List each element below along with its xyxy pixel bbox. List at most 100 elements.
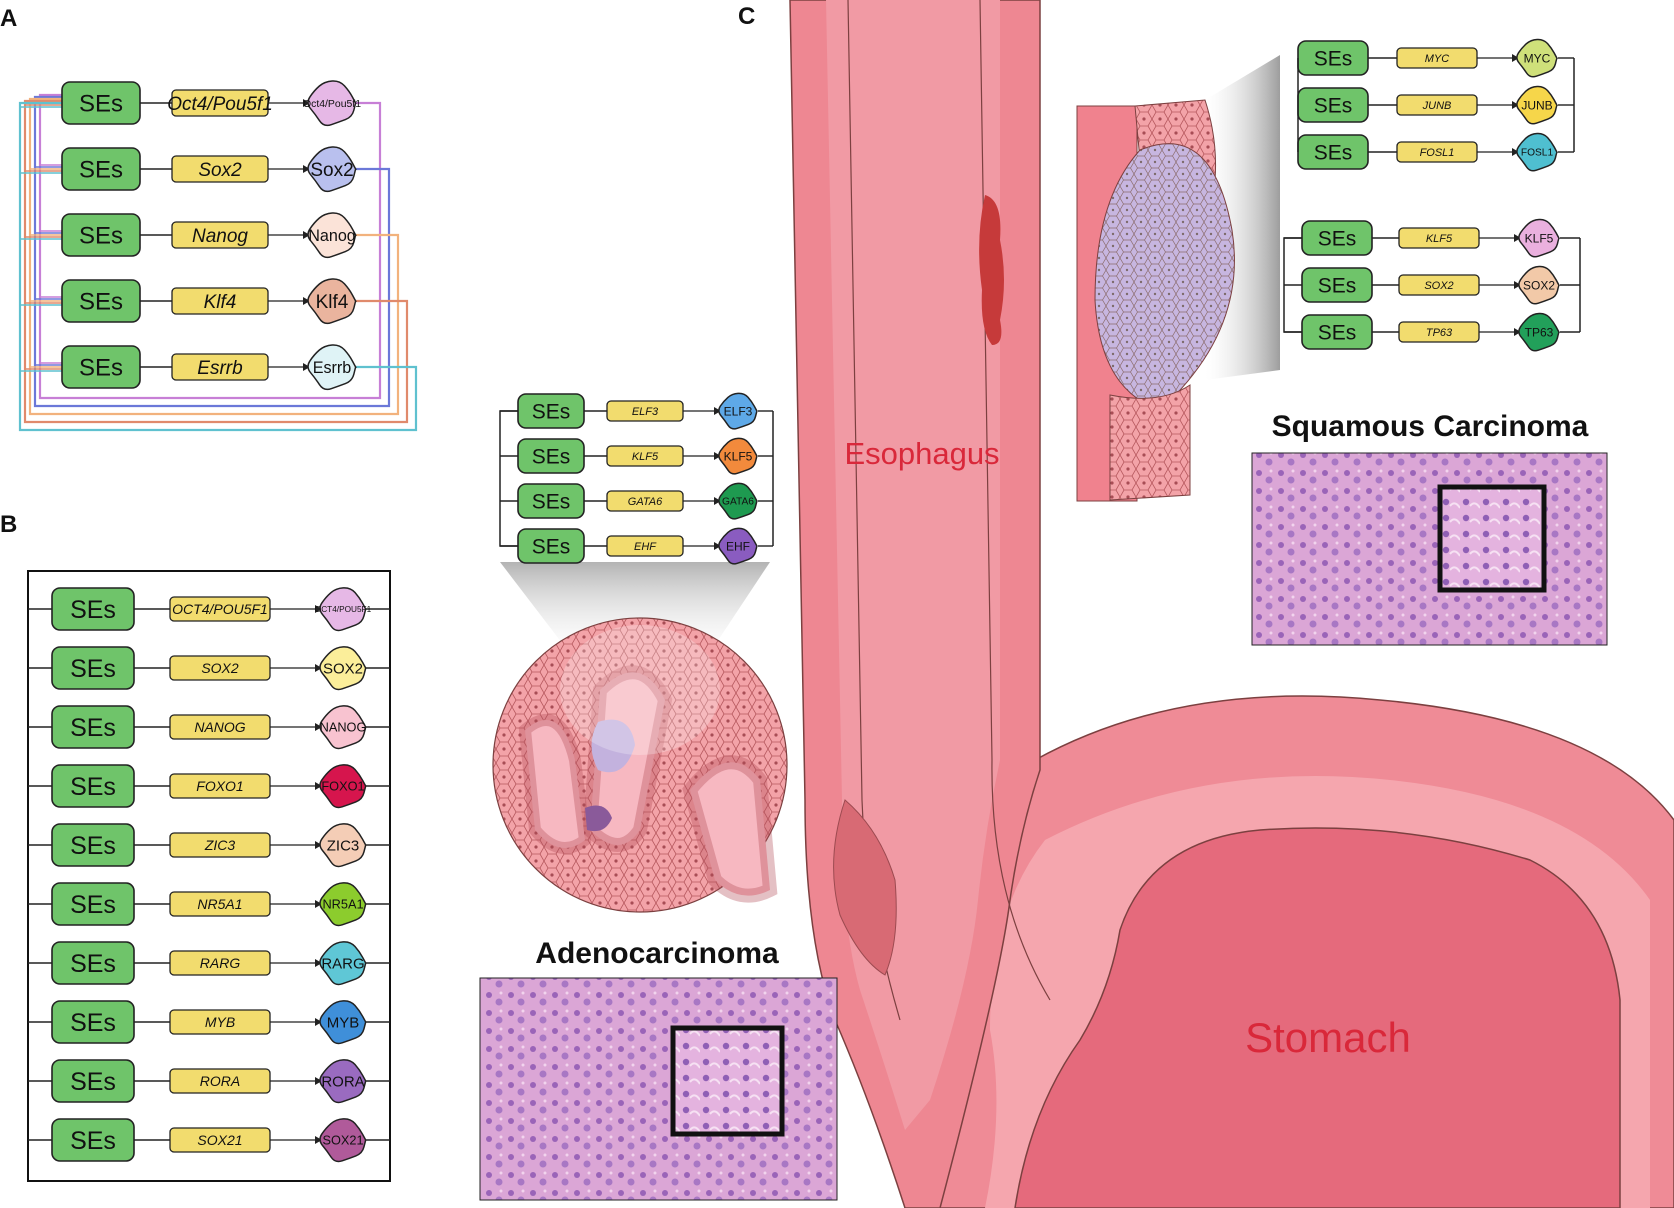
panel-b-arrow-head <box>315 782 322 790</box>
panel-a-protein-label: Esrrb <box>313 359 352 377</box>
panel-label-b: B <box>0 511 17 538</box>
adeno-gene-label: KLF5 <box>632 451 659 463</box>
squamous-bottom-se-label: SEs <box>1318 275 1357 298</box>
panel-b-protein-blob <box>319 823 367 868</box>
panel-b-protein-label: RARG <box>321 955 364 972</box>
squamous-bottom-protein-blob <box>1518 218 1561 258</box>
panel-b-se-label: SEs <box>70 773 116 801</box>
panel-b-arrow-head <box>315 605 322 613</box>
squamous-top-se-label: SEs <box>1314 48 1353 71</box>
panel-b-protein-label: OCT4/POU5F1 <box>315 605 372 614</box>
panel-b-protein-blob <box>319 1000 367 1045</box>
squamous-top-gene-label: FOSL1 <box>1420 147 1455 159</box>
panel-b-protein-label: FOXO1 <box>321 779 364 794</box>
panel-b-protein-label: ZIC3 <box>327 837 360 854</box>
panel-b-protein-blob <box>319 764 367 809</box>
adeno-gene-label: GATA6 <box>628 496 663 508</box>
adeno-arrow-head <box>714 542 721 550</box>
panel-b-se-label: SEs <box>70 1068 116 1096</box>
squamous-top-protein-label: FOSL1 <box>1521 148 1554 159</box>
squamous-bottom-arrow-head <box>1514 234 1521 242</box>
adeno-gland-lesion <box>591 719 635 773</box>
panel-b-gene-label: ZIC3 <box>204 837 236 853</box>
squamous-histology-inset <box>1437 484 1547 593</box>
panel-b-gene-label: RARG <box>200 955 241 971</box>
squamous-tissue-edge-bottom <box>1109 384 1191 501</box>
panel-b-arrow-head <box>315 959 322 967</box>
squamous-top-arrow-head <box>1512 148 1519 156</box>
panel-a-gene-label: Nanog <box>192 226 248 247</box>
esophagus-label: Esophagus <box>844 436 999 471</box>
panel-a-se-label: SEs <box>79 91 123 118</box>
adeno-gland-crypt-2 <box>682 755 778 903</box>
squamous-bottom-se-label: SEs <box>1318 228 1357 251</box>
panel-b-protein-blob <box>319 1059 367 1104</box>
panel-a-protein-label: Nanog <box>308 227 356 245</box>
panel-a-protein-label: Oct4/Pou5f1 <box>303 99 361 110</box>
adeno-tumor <box>833 799 897 976</box>
panel-a-arrow-head <box>303 297 310 305</box>
adeno-protein-label: KLF5 <box>724 449 753 463</box>
squamous-tissue-zoom <box>1076 55 1280 502</box>
squamous-top-gene-label: MYC <box>1425 53 1450 65</box>
panel-b-se-label: SEs <box>70 596 116 624</box>
organ-illustration: Esophagus Stomach <box>789 0 1674 1208</box>
panel-a-arrow-head <box>303 165 310 173</box>
panel-b-protein-blob <box>319 587 367 632</box>
panel-a-arrow-head <box>303 231 310 239</box>
squamous-bottom-gene-label: TP63 <box>1426 327 1453 339</box>
squamous-bottom-protein-label: TP63 <box>1525 325 1554 339</box>
panel-b-se-label: SEs <box>70 714 116 742</box>
panel-b-arrow-head <box>315 1077 322 1085</box>
panel-b-arrow-head <box>315 900 322 908</box>
squamous-top-gene-label: JUNB <box>1422 100 1452 112</box>
panel-b-arrow-head <box>315 1018 322 1026</box>
panel-a-gene-label: Esrrb <box>197 358 242 379</box>
panel-a-protein-label: Klf4 <box>316 292 349 313</box>
panel-a-arrow-head <box>303 363 310 371</box>
squamous-top-protein-blob <box>1516 38 1559 78</box>
panel-a-feedback-loop <box>18 101 418 432</box>
squamous-top-protein-label: MYC <box>1524 51 1551 65</box>
squamous-bottom-protein-label: KLF5 <box>1525 231 1554 245</box>
squamous-top-protein-label: JUNB <box>1521 98 1552 112</box>
adeno-title: Adenocarcinoma <box>535 937 779 970</box>
panel-b-gene-label: OCT4/POU5F1 <box>172 601 268 617</box>
stomach-label: Stomach <box>1245 1014 1411 1061</box>
adeno-se-label: SEs <box>532 446 571 469</box>
adeno-histology-inset <box>670 1025 785 1137</box>
panel-b-protein-label: NANOG <box>320 720 367 735</box>
panel-b-se-label: SEs <box>70 655 116 683</box>
adeno-protein-label: EHF <box>726 539 750 553</box>
squamous-bottom-arrow-head <box>1514 328 1521 336</box>
panel-b-gene-label: MYB <box>205 1014 235 1030</box>
squamous-tumor <box>979 195 1004 345</box>
adeno-tissue-zoom <box>492 562 788 913</box>
adeno-se-label: SEs <box>532 401 571 424</box>
adeno-arrow-head <box>714 497 721 505</box>
panel-b-protein-label: RORA <box>321 1073 364 1090</box>
panel-a-feedback-loop <box>38 93 382 400</box>
adeno-arrow-head <box>714 452 721 460</box>
panel-b-protein-label: SOX21 <box>322 1133 363 1148</box>
panel-b-arrow-head <box>315 664 322 672</box>
squamous-top-se-label: SEs <box>1314 95 1353 118</box>
panel-b-se-label: SEs <box>70 1127 116 1155</box>
